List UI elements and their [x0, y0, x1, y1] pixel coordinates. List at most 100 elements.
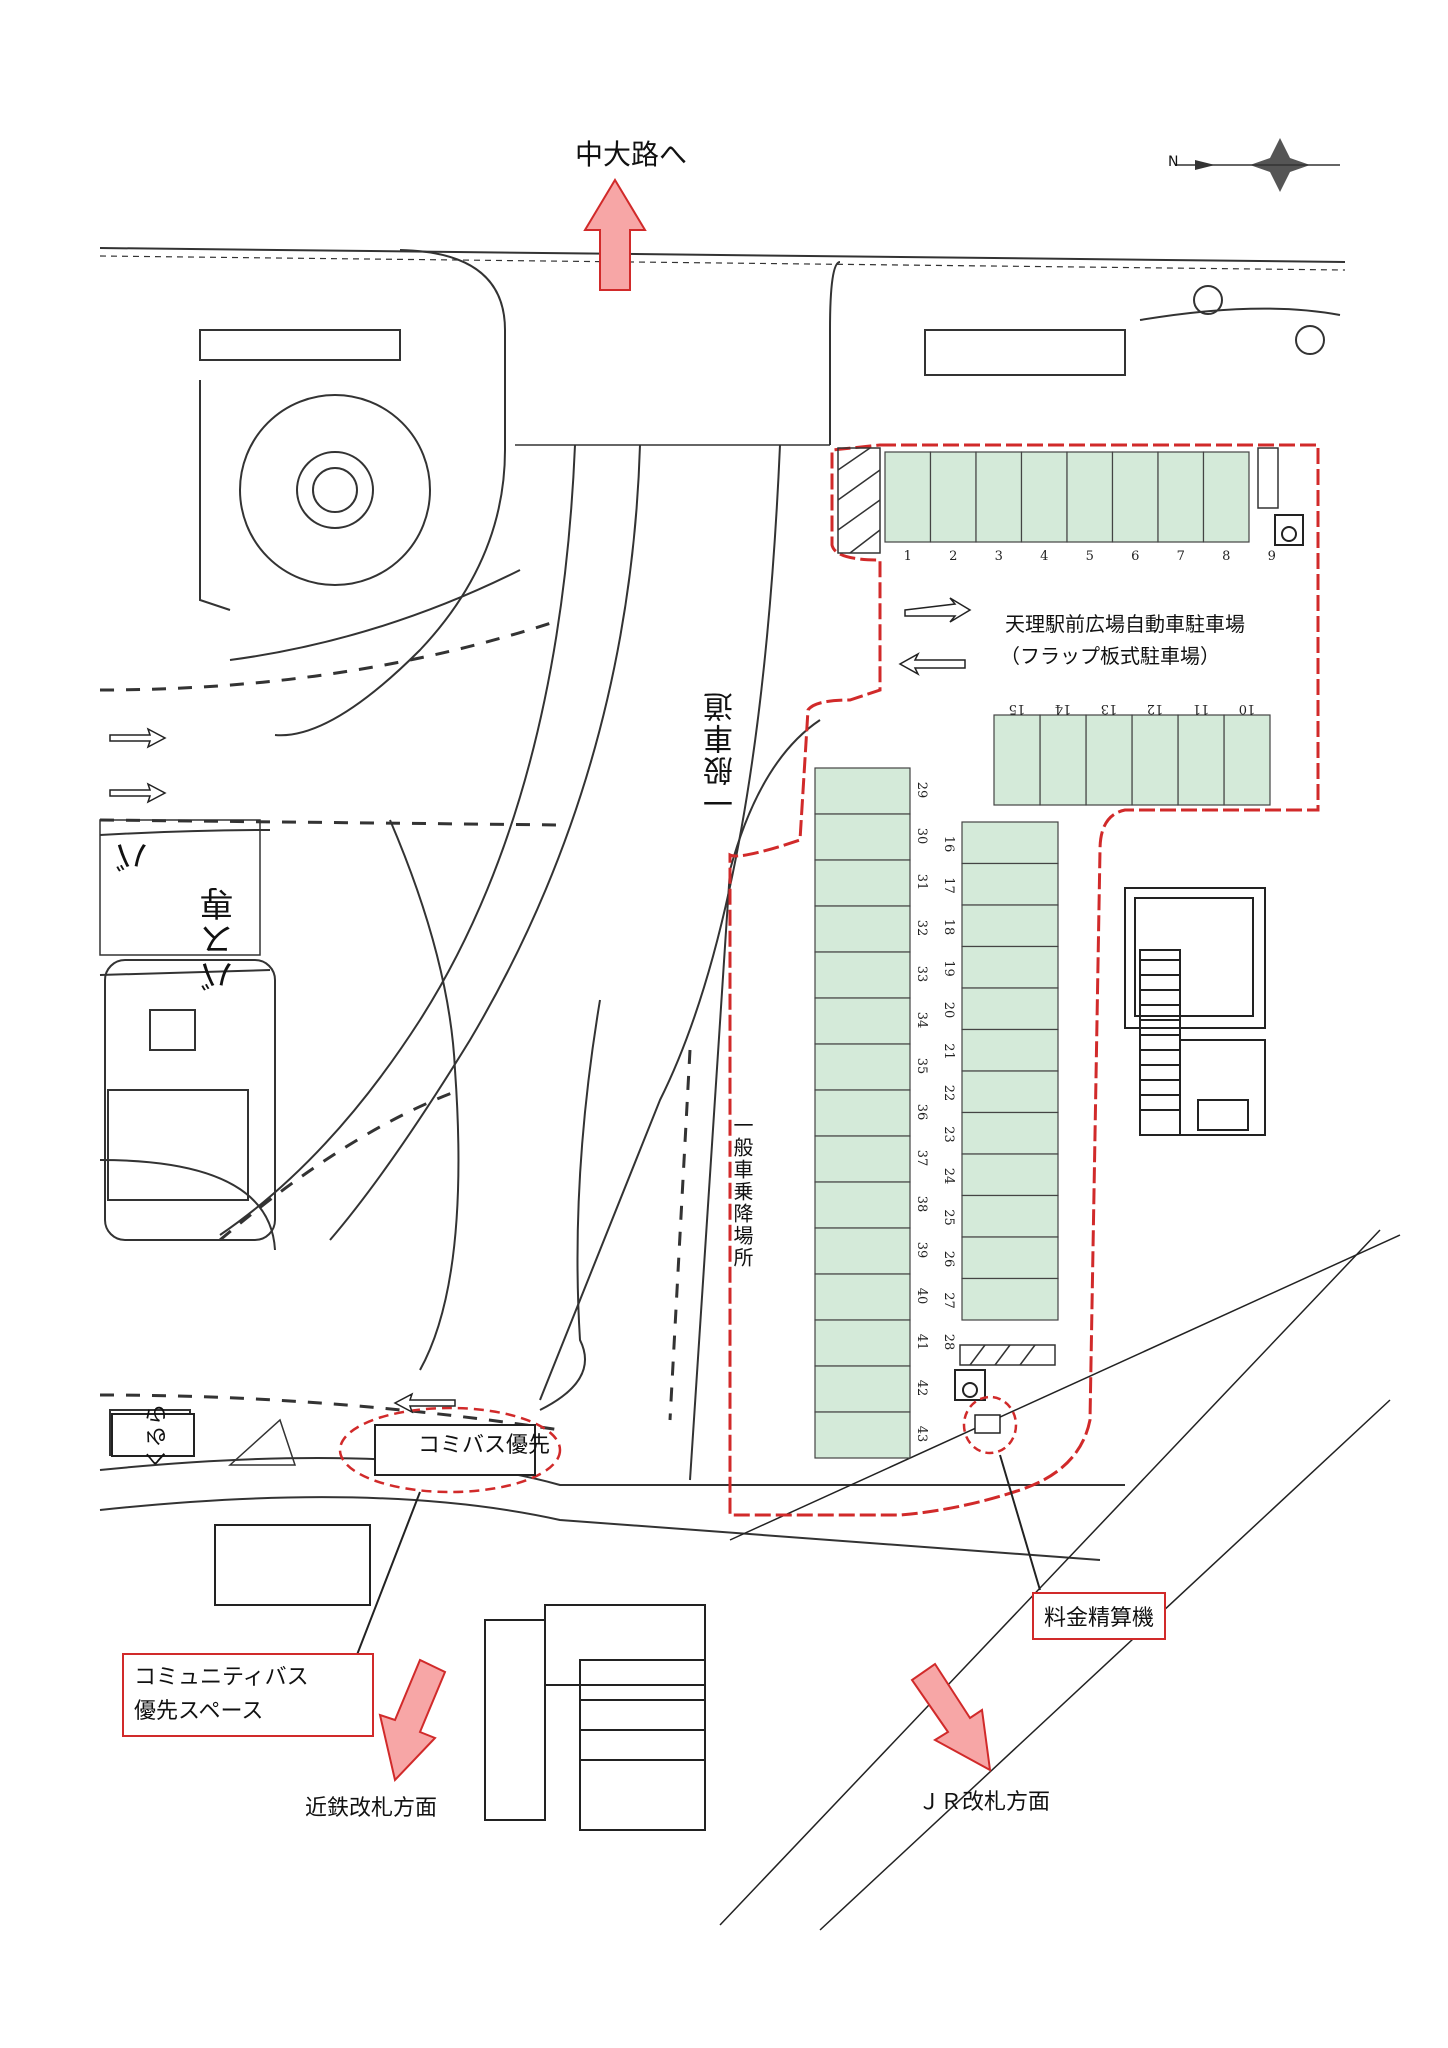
stall-number: 20 — [941, 1002, 956, 1019]
stall-number: 39 — [914, 1242, 929, 1259]
parking-stall — [1157, 451, 1205, 543]
parking-stalls — [814, 451, 1271, 1459]
stall-number: 43 — [914, 1426, 929, 1443]
stall-number: 3 — [995, 549, 1003, 564]
ippan-shado-label: 一般車道 — [704, 690, 739, 818]
stall-number: 1 — [904, 549, 912, 564]
stall-number: 41 — [914, 1334, 929, 1351]
parking-stall — [814, 813, 911, 861]
stall-number: 2 — [949, 549, 957, 564]
parking-stall — [814, 1273, 911, 1321]
wheelchair-icon — [954, 514, 1304, 1401]
parking-stall — [961, 1277, 1059, 1321]
parking-stall — [814, 859, 911, 907]
payment-leader — [999, 1454, 1041, 1591]
payment-machine-label: 料金精算機 — [1032, 1592, 1167, 1640]
community-bus-space-line1: コミュニティバス — [134, 1665, 309, 1690]
bus-stop-label-1: バス専 — [200, 885, 240, 993]
parking-stall — [814, 1365, 911, 1413]
parking-stall — [961, 904, 1059, 948]
stall-number: 9 — [1268, 549, 1276, 564]
stall-number: 16 — [941, 836, 956, 853]
stall-number: 6 — [1131, 549, 1139, 564]
parking-stall — [1131, 714, 1179, 806]
stall-number: 19 — [941, 960, 956, 977]
parking-stall — [814, 1089, 911, 1137]
stall-number: 12 — [1147, 701, 1164, 716]
left-building — [104, 329, 431, 1456]
stall-number: 13 — [1101, 701, 1118, 716]
stall-number: 37 — [914, 1150, 929, 1167]
stall-number: 18 — [941, 919, 956, 936]
stall-number: 21 — [941, 1043, 956, 1060]
community-bus-marker — [338, 1406, 562, 1494]
parking-stall — [1202, 451, 1250, 543]
lane-dashes — [99, 618, 692, 1432]
parking-stall — [1066, 451, 1114, 543]
parking-stall — [814, 997, 911, 1045]
parking-stall — [1085, 714, 1133, 806]
parking-stall — [961, 1194, 1059, 1238]
stall-number: 11 — [1193, 701, 1210, 716]
parking-stall — [1020, 451, 1068, 543]
jr-gate-label: ＪＲ改札方面 — [918, 1790, 1051, 1815]
north-road-label: 中大路へ — [575, 138, 688, 171]
community-bus-leader — [354, 1491, 421, 1661]
lot-name-line1: 天理駅前広場自動車駐車場 — [1005, 612, 1245, 636]
parking-stall — [961, 821, 1059, 865]
taxi-label: くるら — [145, 1403, 170, 1469]
stall-number: 33 — [914, 966, 929, 983]
stall-number: 23 — [941, 1126, 956, 1143]
stall-number: 36 — [914, 1104, 929, 1121]
parking-stall — [1177, 714, 1225, 806]
general-dropoff-label: 一般車乗降場所 — [730, 1115, 754, 1269]
stall-number: 4 — [1040, 549, 1048, 564]
parking-stall — [1039, 714, 1087, 806]
stall-number: 5 — [1086, 549, 1094, 564]
payment-machine-icon — [974, 1414, 1001, 1434]
stall-number: 30 — [914, 828, 929, 845]
parking-stall — [961, 862, 1059, 906]
parking-stall — [814, 905, 911, 953]
stall-number: 42 — [914, 1380, 929, 1397]
kintetsu-gate-label: 近鉄改札方面 — [305, 1796, 438, 1821]
taxi-box — [111, 1413, 195, 1457]
parking-stall — [814, 1227, 911, 1275]
community-bus-space-line2: 優先スペース — [134, 1699, 264, 1724]
parking-stall — [961, 1111, 1059, 1155]
road-lines — [99, 247, 1401, 1931]
stall-number: 32 — [914, 920, 929, 937]
stall-number: 8 — [1222, 549, 1230, 564]
stall-number: 7 — [1177, 549, 1185, 564]
parking-stall — [814, 767, 911, 815]
stall-number: 24 — [941, 1168, 956, 1185]
arrow-sw-icon — [378, 1658, 447, 1783]
stall-number: 40 — [914, 1288, 929, 1305]
community-bus-sign — [374, 1424, 536, 1476]
stall-number: 25 — [941, 1209, 956, 1226]
lot-name-line2: （フラップ板式駐車場） — [1000, 644, 1220, 668]
payment-machine-marker — [962, 1395, 1018, 1455]
parking-stall — [961, 945, 1059, 989]
arrow-se-icon — [910, 1662, 992, 1772]
stall-number: 22 — [941, 1085, 956, 1102]
parking-stall — [814, 1411, 911, 1459]
stall-number: 35 — [914, 1058, 929, 1075]
parking-stall — [961, 1153, 1059, 1197]
stall-number: 38 — [914, 1196, 929, 1213]
parking-stall — [961, 1070, 1059, 1114]
parking-stall — [814, 1319, 911, 1367]
parking-stall — [961, 1236, 1059, 1280]
parking-boundary — [728, 443, 1320, 1517]
parking-stall — [1111, 451, 1159, 543]
stall-number: 17 — [941, 877, 956, 894]
stall-number: 27 — [941, 1292, 956, 1309]
compass-label: N — [1168, 154, 1179, 170]
parking-stall — [993, 714, 1041, 806]
parking-stall — [961, 1028, 1059, 1072]
parking-stall — [975, 451, 1023, 543]
stall-number: 15 — [1009, 701, 1026, 716]
parking-stall — [814, 951, 911, 999]
